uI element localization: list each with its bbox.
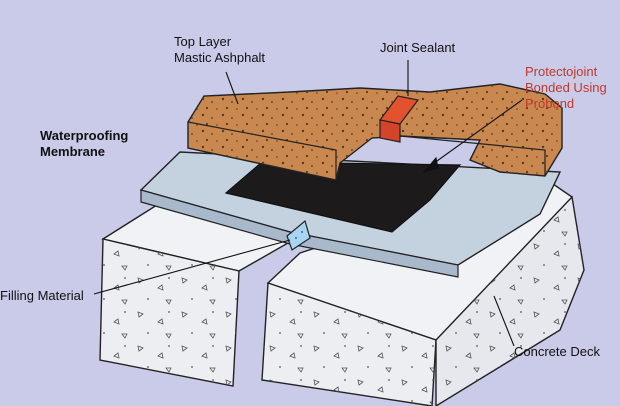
- concrete-deck-left: [99, 204, 290, 387]
- filling-material-label-text: Filling Material: [0, 288, 84, 303]
- concrete-deck-label-text: Concrete Deck: [514, 344, 600, 359]
- joint-sealant-label: Joint Sealant: [380, 40, 455, 56]
- filling-material-label: Filling Material: [0, 288, 84, 304]
- protectojoint-strip: [224, 161, 462, 233]
- protectojoint-label-line2: Bonded Using: [525, 80, 607, 95]
- waterproofing-label-line1: Waterproofing: [40, 128, 129, 143]
- concrete-deck-label: Concrete Deck: [514, 344, 600, 360]
- asphalt-layer: [187, 83, 563, 181]
- joint-sealant-label-text: Joint Sealant: [380, 40, 456, 55]
- protectojoint-label-line3: Probond: [525, 96, 575, 111]
- top-layer-label: Top Layer Mastic Ashphalt: [174, 34, 265, 66]
- joint-sealant: [378, 95, 420, 143]
- top-layer-label-line2: Mastic Ashphalt: [174, 50, 266, 65]
- waterproofing-label: Waterproofing Membrane: [40, 128, 128, 160]
- leader-lines: [93, 60, 523, 347]
- protectojoint-label: Protectojoint Bonded Using Probond: [525, 64, 607, 112]
- protectojoint-label-line1: Protectojoint: [525, 64, 598, 79]
- waterproofing-label-line2: Membrane: [40, 144, 106, 159]
- top-layer-label-line1: Top Layer: [174, 34, 232, 49]
- filling-material: [286, 219, 311, 251]
